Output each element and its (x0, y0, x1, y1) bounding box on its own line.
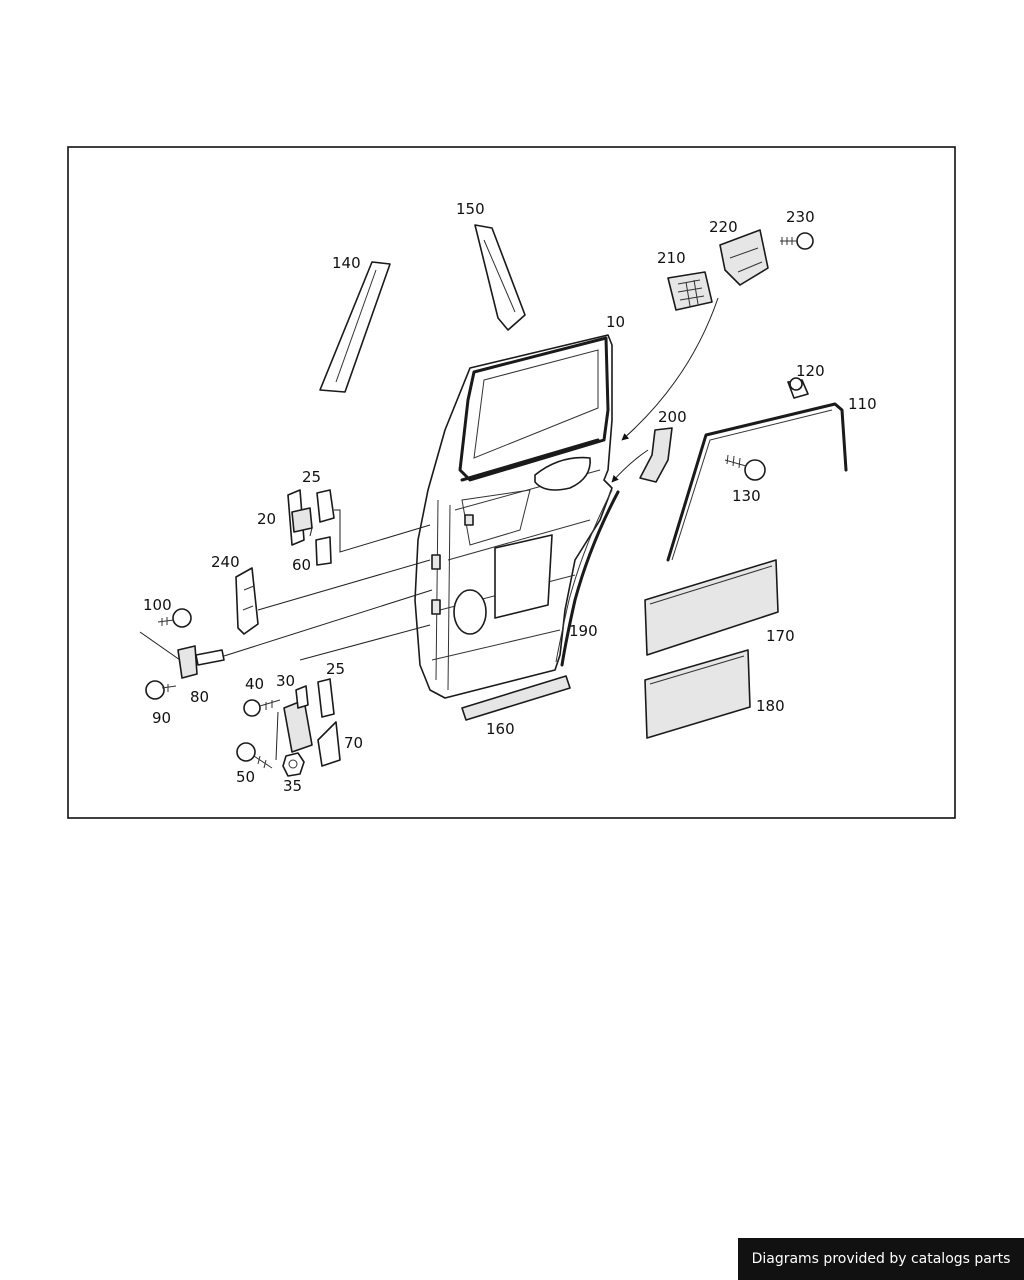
callout-100: 100 (143, 596, 172, 614)
callout-220: 220 (709, 218, 738, 236)
callout-30: 30 (276, 672, 295, 690)
door-shell-part (414, 334, 613, 699)
plug-200-part (639, 427, 673, 483)
callout-10: 10 (606, 313, 625, 331)
callout-90: 90 (152, 709, 171, 727)
callout-25a: 25 (302, 468, 321, 486)
bracket-240-part (235, 559, 431, 635)
callout-35: 35 (283, 777, 302, 795)
callout-160: 160 (486, 720, 515, 738)
diagram-border (67, 146, 956, 819)
pad-170-part (644, 559, 779, 656)
block-210-part (667, 271, 713, 311)
callout-120: 120 (796, 362, 825, 380)
pad-180-part (644, 649, 751, 739)
bracket-220-part (719, 229, 769, 286)
callout-190: 190 (569, 622, 598, 640)
callout-230: 230 (786, 208, 815, 226)
molding-110-part (666, 402, 848, 562)
callout-140: 140 (332, 254, 361, 272)
callout-50: 50 (236, 768, 255, 786)
callout-25b: 25 (326, 660, 345, 678)
callout-240: 240 (211, 553, 240, 571)
callout-60: 60 (292, 556, 311, 574)
weatherstrip-190-part (560, 490, 620, 667)
callout-180: 180 (756, 697, 785, 715)
bolt-50-part (236, 742, 273, 769)
callout-110: 110 (848, 395, 877, 413)
sill-160-part (461, 675, 571, 721)
callout-70: 70 (344, 734, 363, 752)
clip-120-part (787, 377, 809, 399)
callout-200: 200 (658, 408, 687, 426)
callout-210: 210 (657, 249, 686, 267)
trim-140-part (319, 261, 391, 393)
bolt-90-part (145, 680, 177, 700)
callout-150: 150 (456, 200, 485, 218)
bolt-100-part (157, 608, 192, 628)
screw-230-part (780, 232, 814, 250)
upper-hinge-group (287, 489, 431, 566)
check-strap-80-part (139, 589, 433, 679)
fastener-130-part (724, 454, 766, 481)
nut-35-part (282, 752, 305, 777)
footer-attribution: Diagrams provided by catalogs parts (738, 1238, 1024, 1280)
lower-hinge-group (275, 624, 431, 767)
bolt-40-part (243, 699, 281, 717)
callout-40: 40 (245, 675, 264, 693)
callout-20: 20 (257, 510, 276, 528)
callout-80: 80 (190, 688, 209, 706)
callout-170: 170 (766, 627, 795, 645)
callout-130: 130 (732, 487, 761, 505)
